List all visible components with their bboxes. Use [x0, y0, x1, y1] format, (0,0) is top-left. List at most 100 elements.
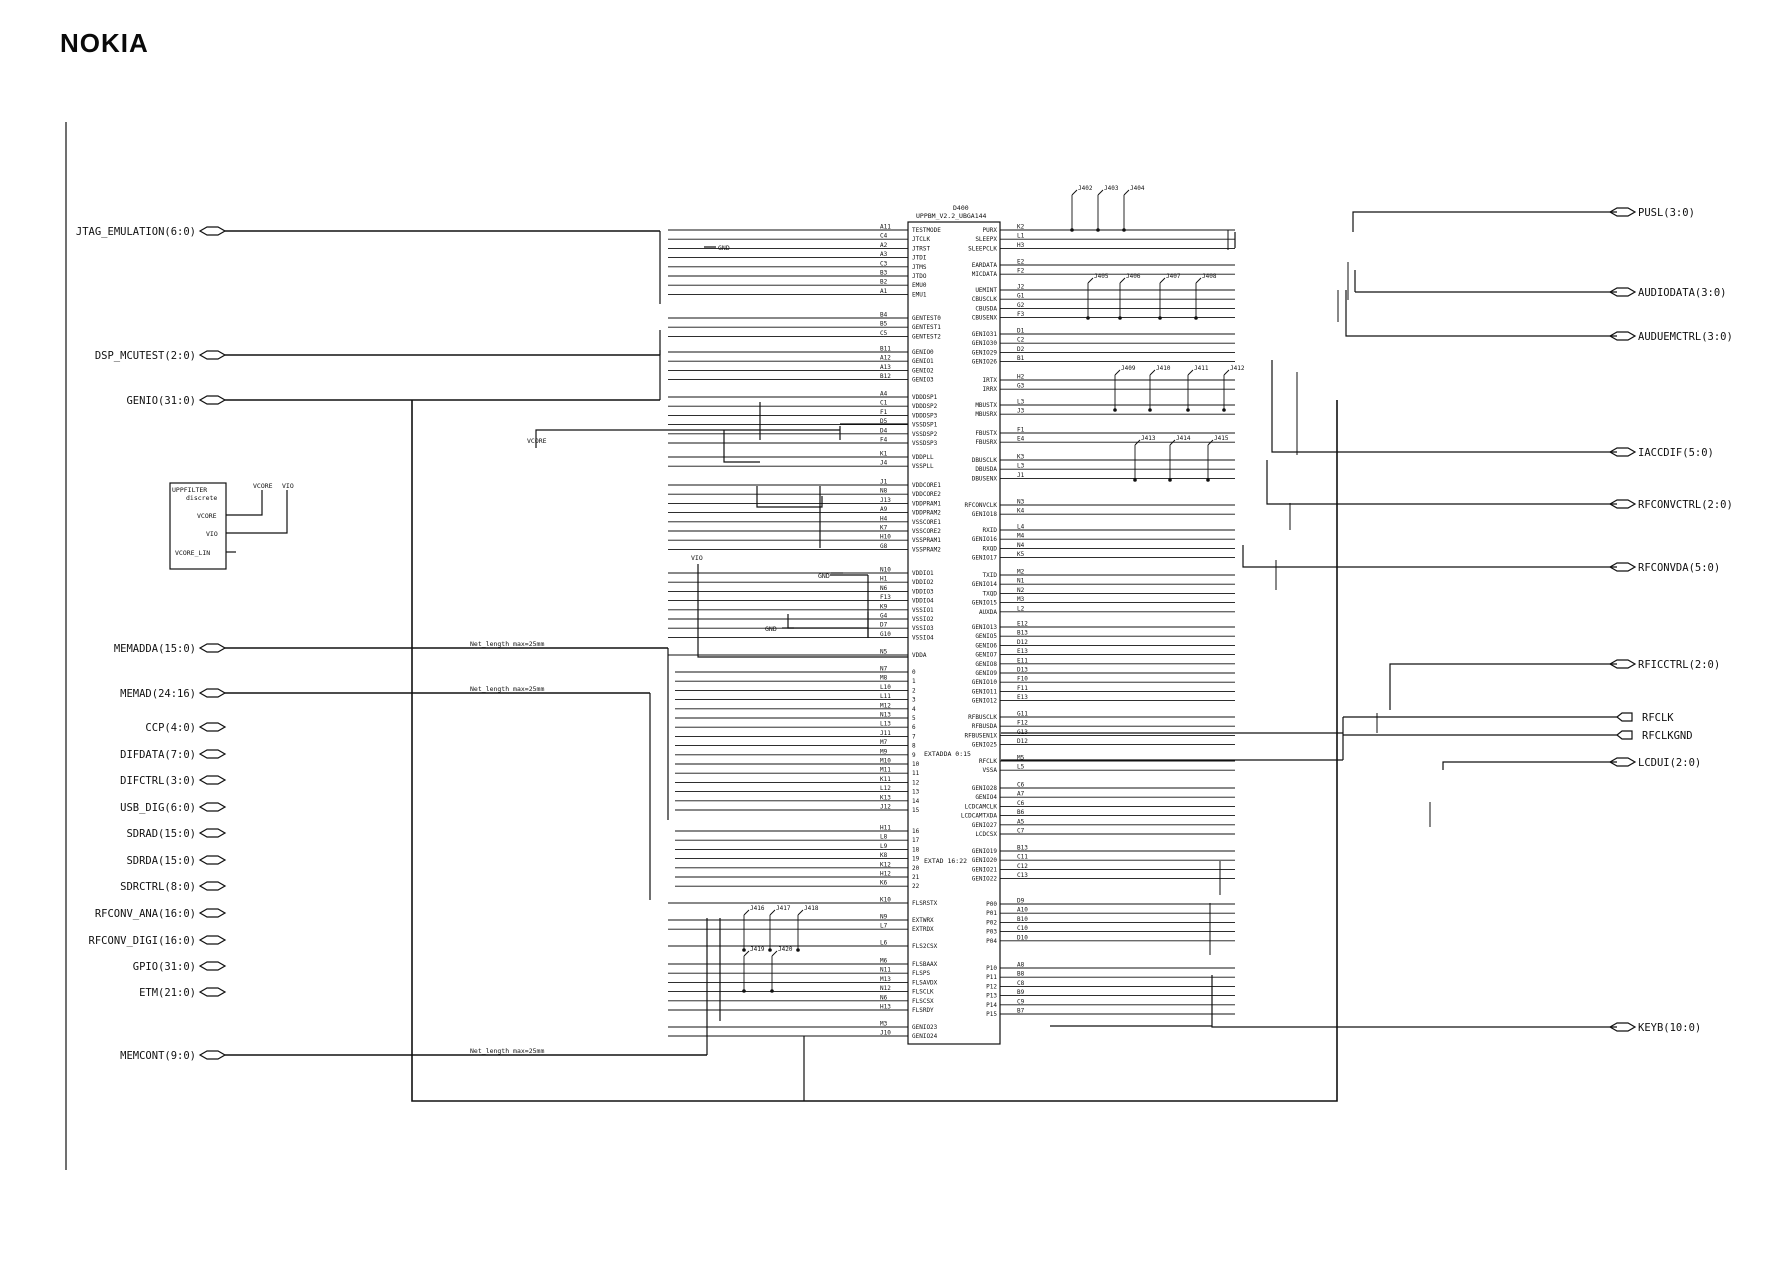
left-port-label: JTAG_EMULATION(6:0) — [76, 226, 196, 238]
left-port-label: SDRCTRL(8:0) — [120, 881, 196, 893]
right-pin-name: GENIO18 — [972, 511, 998, 518]
left-pin-name: EMU0 — [912, 282, 927, 289]
right-pin-ball: D2 — [1017, 346, 1025, 353]
right-pin-name: FBUSTX — [975, 430, 997, 437]
right-pin-name: GENIO12 — [972, 698, 998, 705]
right-pin-name: CBUSDA — [975, 305, 997, 312]
right-pin-ball: N2 — [1017, 587, 1025, 594]
right-port-label: KEYB(10:0) — [1638, 1022, 1701, 1034]
left-pin-ball: K9 — [880, 603, 888, 610]
left-pin-name: 15 — [912, 807, 920, 814]
right-port-connector[interactable] — [1608, 207, 1637, 217]
left-pin-name: TESTMODE — [912, 227, 941, 234]
net-note-2: Net_length max=25mm — [470, 685, 544, 693]
right-pin-ball: L3 — [1017, 463, 1025, 470]
right-pin-ball: C13 — [1017, 872, 1028, 879]
testpoint-mark — [1169, 439, 1176, 446]
right-pin-name: P15 — [986, 1011, 997, 1018]
right-port-connector[interactable] — [1608, 562, 1637, 572]
testpoint-mark — [1134, 439, 1141, 446]
testpoint-junction — [1118, 316, 1122, 320]
left-pin-name: 11 — [912, 770, 920, 777]
right-port-connector[interactable] — [1608, 757, 1637, 767]
right-pin-name: AUXDA — [979, 609, 997, 616]
testpoint-junction — [1070, 228, 1074, 232]
left-pin-ball: G4 — [880, 613, 888, 620]
right-pin-name: P04 — [986, 938, 997, 945]
testpoint-mark — [743, 909, 750, 916]
left-port-connector[interactable] — [198, 961, 227, 971]
left-pin-ball: B4 — [880, 312, 888, 319]
left-pin-name: VDDDSP1 — [912, 394, 938, 401]
left-pin-name: 7 — [912, 733, 916, 740]
left-pin-name: 10 — [912, 761, 920, 768]
right-port-label: RFCLK — [1642, 712, 1674, 724]
testpoint-label: J406 — [1126, 273, 1141, 280]
left-port-connector[interactable] — [198, 828, 227, 838]
left-port-connector[interactable] — [198, 350, 227, 360]
testpoint-label: J402 — [1078, 185, 1093, 192]
left-port-label: GPIO(31:0) — [133, 961, 196, 973]
testpoint-mark — [1223, 369, 1230, 376]
genio-bus-loop — [411, 400, 1338, 1102]
right-pin-name: GENIO22 — [972, 876, 998, 883]
left-port-label: DIFCTRL(3:0) — [120, 775, 196, 787]
right-port-label: RFCONVCTRL(2:0) — [1638, 499, 1733, 511]
left-port-connector[interactable] — [198, 881, 227, 891]
right-pin-name: GENIO4 — [975, 794, 997, 801]
left-port-connector[interactable] — [198, 802, 227, 812]
left-pin-ball: M12 — [880, 702, 891, 709]
left-port-connector[interactable] — [198, 1050, 227, 1060]
right-pin-name: RXQD — [983, 545, 998, 552]
left-pin-name: 18 — [912, 846, 920, 853]
left-pin-ball: L12 — [880, 785, 891, 792]
right-port-connector[interactable] — [1608, 499, 1637, 509]
right-pin-name: GENIO27 — [972, 822, 998, 829]
left-pin-name: VDDDSP2 — [912, 403, 938, 410]
left-port-connector[interactable] — [198, 722, 227, 732]
left-pin-name: GENTEST0 — [912, 315, 941, 322]
testpoint-label: J407 — [1166, 273, 1181, 280]
right-pin-ball: L3 — [1017, 399, 1025, 406]
left-pin-ball: N7 — [880, 666, 888, 673]
right-port-flag[interactable] — [1616, 712, 1633, 722]
left-pin-ball: N8 — [880, 488, 888, 495]
left-port-connector[interactable] — [198, 935, 227, 945]
left-pin-ball: A11 — [880, 224, 891, 231]
left-port-connector[interactable] — [198, 226, 227, 236]
uppfilter-box — [169, 482, 227, 570]
left-pin-ball: N6 — [880, 585, 888, 592]
left-pin-ball: J12 — [880, 804, 891, 811]
testpoint-label: J416 — [750, 905, 765, 912]
left-pin-name: GENTEST1 — [912, 324, 941, 331]
right-port-connector[interactable] — [1608, 1022, 1637, 1032]
nokia-logo: NOKIA — [60, 28, 149, 58]
left-port-connector[interactable] — [198, 395, 227, 405]
filter-pin-vio: VIO — [206, 530, 218, 538]
left-port-connector[interactable] — [198, 855, 227, 865]
left-port-connector[interactable] — [198, 749, 227, 759]
iaccdif-bus — [1271, 360, 1617, 453]
testpoint-junction — [1096, 228, 1100, 232]
right-port-connector[interactable] — [1608, 287, 1637, 297]
left-pin-ball: A1 — [880, 288, 888, 295]
right-pin-ball: C12 — [1017, 863, 1028, 870]
right-pin-name: RFCLK — [979, 758, 997, 765]
left-port-connector[interactable] — [198, 987, 227, 997]
left-port-connector[interactable] — [198, 908, 227, 918]
left-pin-name: JTCLK — [912, 236, 930, 243]
left-port-connector[interactable] — [198, 688, 227, 698]
right-port-connector[interactable] — [1608, 659, 1637, 669]
testpoint-junction — [742, 989, 746, 993]
right-pin-name: GENIO21 — [972, 866, 998, 873]
right-port-flag[interactable] — [1616, 730, 1633, 740]
left-port-connector[interactable] — [198, 775, 227, 785]
left-port-connector[interactable] — [198, 643, 227, 653]
left-pin-name: VSSPRAM2 — [912, 546, 941, 553]
right-port-connector[interactable] — [1608, 447, 1637, 457]
right-port-connector[interactable] — [1608, 331, 1637, 341]
right-pin-name: DBUSENX — [972, 475, 998, 482]
testpoint-junction — [742, 948, 746, 952]
left-pin-ball: M10 — [880, 758, 891, 765]
